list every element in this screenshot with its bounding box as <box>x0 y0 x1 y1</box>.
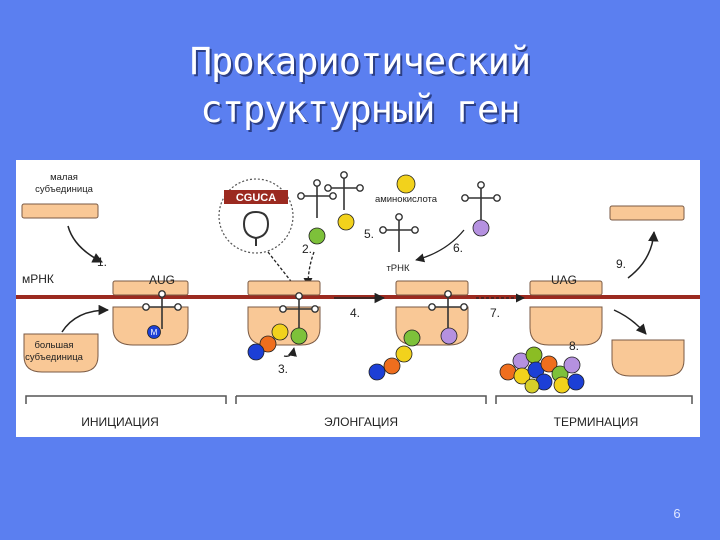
start-codon-label: AUG <box>149 273 175 287</box>
inset-trna-loop <box>243 210 270 240</box>
sequence-box <box>224 190 288 204</box>
released-large-subunit <box>611 339 685 377</box>
arrow-step-9 <box>627 230 659 279</box>
trna-step-6 <box>460 181 502 221</box>
large-subunit-label-2: субъединица <box>25 352 84 363</box>
trna-step-5 <box>323 171 365 211</box>
arrow-release <box>613 309 647 335</box>
step-9-label: 9. <box>616 257 626 271</box>
trna-label: тРНК <box>386 263 410 274</box>
released-small-subunit <box>609 205 685 221</box>
amino-acid-green <box>308 227 326 245</box>
trna-free <box>378 213 420 253</box>
amino-acid-yellow-top <box>337 213 355 231</box>
large-subunit <box>23 333 99 373</box>
phase-termination: ТЕРМИНАЦИЯ <box>554 415 639 429</box>
amino-acid-purple <box>472 219 490 237</box>
inset-arrow <box>267 251 302 295</box>
step-4-label: 4. <box>350 306 360 320</box>
large-subunit-label-1: большая <box>34 340 73 351</box>
sequence-label: CGUCA <box>236 192 276 204</box>
ribosome-initiation <box>112 280 189 346</box>
amino-acid-free <box>396 174 416 194</box>
ribosome-termination <box>529 280 603 346</box>
step-3-label: 3. <box>278 362 288 376</box>
chain-yellow <box>271 323 289 341</box>
mrna-label: мРНК <box>22 272 54 286</box>
step-7-label: 7. <box>490 306 500 320</box>
arrow-large-subunit <box>61 304 110 333</box>
step-2-label: 2. <box>302 242 312 256</box>
chain-blue <box>247 343 265 361</box>
chain-green <box>290 327 308 345</box>
small-subunit <box>21 203 99 219</box>
phase-elongation: ЭЛОНГАЦИЯ <box>324 415 398 429</box>
translation-diagram: малая субъединица 1. мРНК AUG M большая … <box>16 160 700 437</box>
arrow-step-3 <box>283 347 297 357</box>
met-label: M <box>151 328 158 337</box>
chain2-orange <box>383 357 401 375</box>
step-1-label: 1. <box>97 255 107 269</box>
slide-title-line-2: структурный ген <box>200 88 520 131</box>
chain-orange <box>259 335 277 353</box>
stop-codon-label: UAG <box>551 273 577 287</box>
page-number: 6 <box>673 506 681 521</box>
chain2-purple <box>440 327 458 345</box>
amino-acid-label: аминокислота <box>375 194 438 205</box>
step-5-label: 5. <box>364 227 374 241</box>
small-subunit-label-1: малая <box>50 172 78 183</box>
chain2-blue <box>368 363 386 381</box>
arrow-step-1 <box>67 225 103 263</box>
amino-acid-met <box>147 325 161 339</box>
slide-title-line-1: Прокариотический <box>189 40 531 83</box>
step-6-label: 6. <box>453 241 463 255</box>
phase-brackets <box>25 395 693 404</box>
step-8-label: 8. <box>569 339 579 353</box>
arrow-step-6 <box>415 229 465 263</box>
small-subunit-label-2: субъединица <box>35 184 94 195</box>
released-polypeptide <box>499 346 585 394</box>
chain2-green <box>403 329 421 347</box>
phase-initiation: ИНИЦИАЦИЯ <box>81 415 159 429</box>
chain2-yellow <box>395 345 413 363</box>
